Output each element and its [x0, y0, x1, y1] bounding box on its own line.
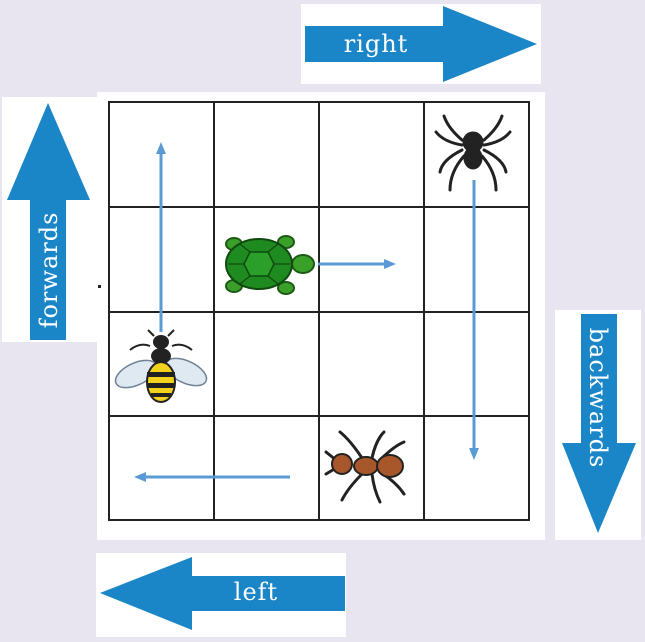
- left-label: left: [234, 578, 278, 606]
- forwards-arrow: forwards: [7, 103, 90, 340]
- left-arrow: left: [100, 557, 345, 630]
- path-arrows: [134, 142, 479, 482]
- right-arrow: right: [305, 6, 537, 82]
- grid-lines: [108, 101, 530, 521]
- spider-icon: [434, 114, 512, 192]
- forwards-label: forwards: [35, 212, 63, 329]
- backwards-arrow: backwards: [562, 314, 636, 533]
- backwards-label: backwards: [584, 328, 612, 469]
- right-label: right: [344, 30, 409, 58]
- turtle-icon: [225, 235, 315, 295]
- ant-icon: [324, 430, 406, 504]
- stray-mark: [98, 285, 101, 288]
- bee-icon: [114, 329, 208, 403]
